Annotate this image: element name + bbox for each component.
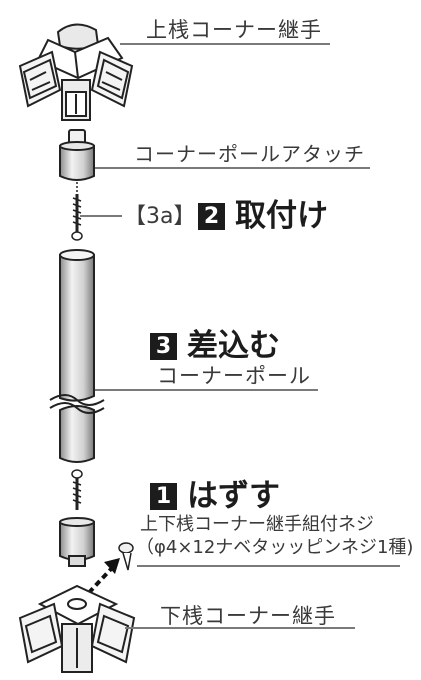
screw-lower <box>71 469 83 510</box>
reference-mark: 【3a】 <box>124 204 196 229</box>
step-3-text: 差込む <box>187 328 280 364</box>
small-screw-drawing <box>118 542 134 571</box>
corner-pole-label: コーナーポール <box>157 364 311 388</box>
lower-corner-joint-drawing <box>18 584 136 673</box>
pole-attachment-label: コーナーポールアタッチ <box>134 142 365 166</box>
removal-arrow <box>80 558 120 602</box>
upper-corner-joint-label: 上桟コーナー継手 <box>146 18 322 42</box>
lower-attachment-drawing <box>59 517 95 567</box>
screw-spec-label: （φ4×12ナベタッッピンネジ1種) <box>136 537 414 558</box>
step-1-number: 1 <box>150 483 177 510</box>
step-2: 2 取付け <box>198 190 328 235</box>
step-2-number: 2 <box>198 203 225 230</box>
screw-name-label: 上下桟コーナー継手組付ネジ <box>140 514 374 535</box>
lower-corner-joint-label: 下桟コーナー継手 <box>160 604 336 628</box>
step-1: 1 はずす <box>150 470 280 515</box>
step-1-text: はずす <box>187 478 280 514</box>
screw-upper <box>71 194 83 241</box>
corner-pole-drawing <box>49 249 105 463</box>
upper-corner-joint-drawing <box>18 23 134 121</box>
step-3: 3 差込む <box>150 320 280 365</box>
pole-attachment-drawing <box>59 129 95 181</box>
step-2-text: 取付け <box>235 198 328 234</box>
step-3-number: 3 <box>150 333 177 360</box>
